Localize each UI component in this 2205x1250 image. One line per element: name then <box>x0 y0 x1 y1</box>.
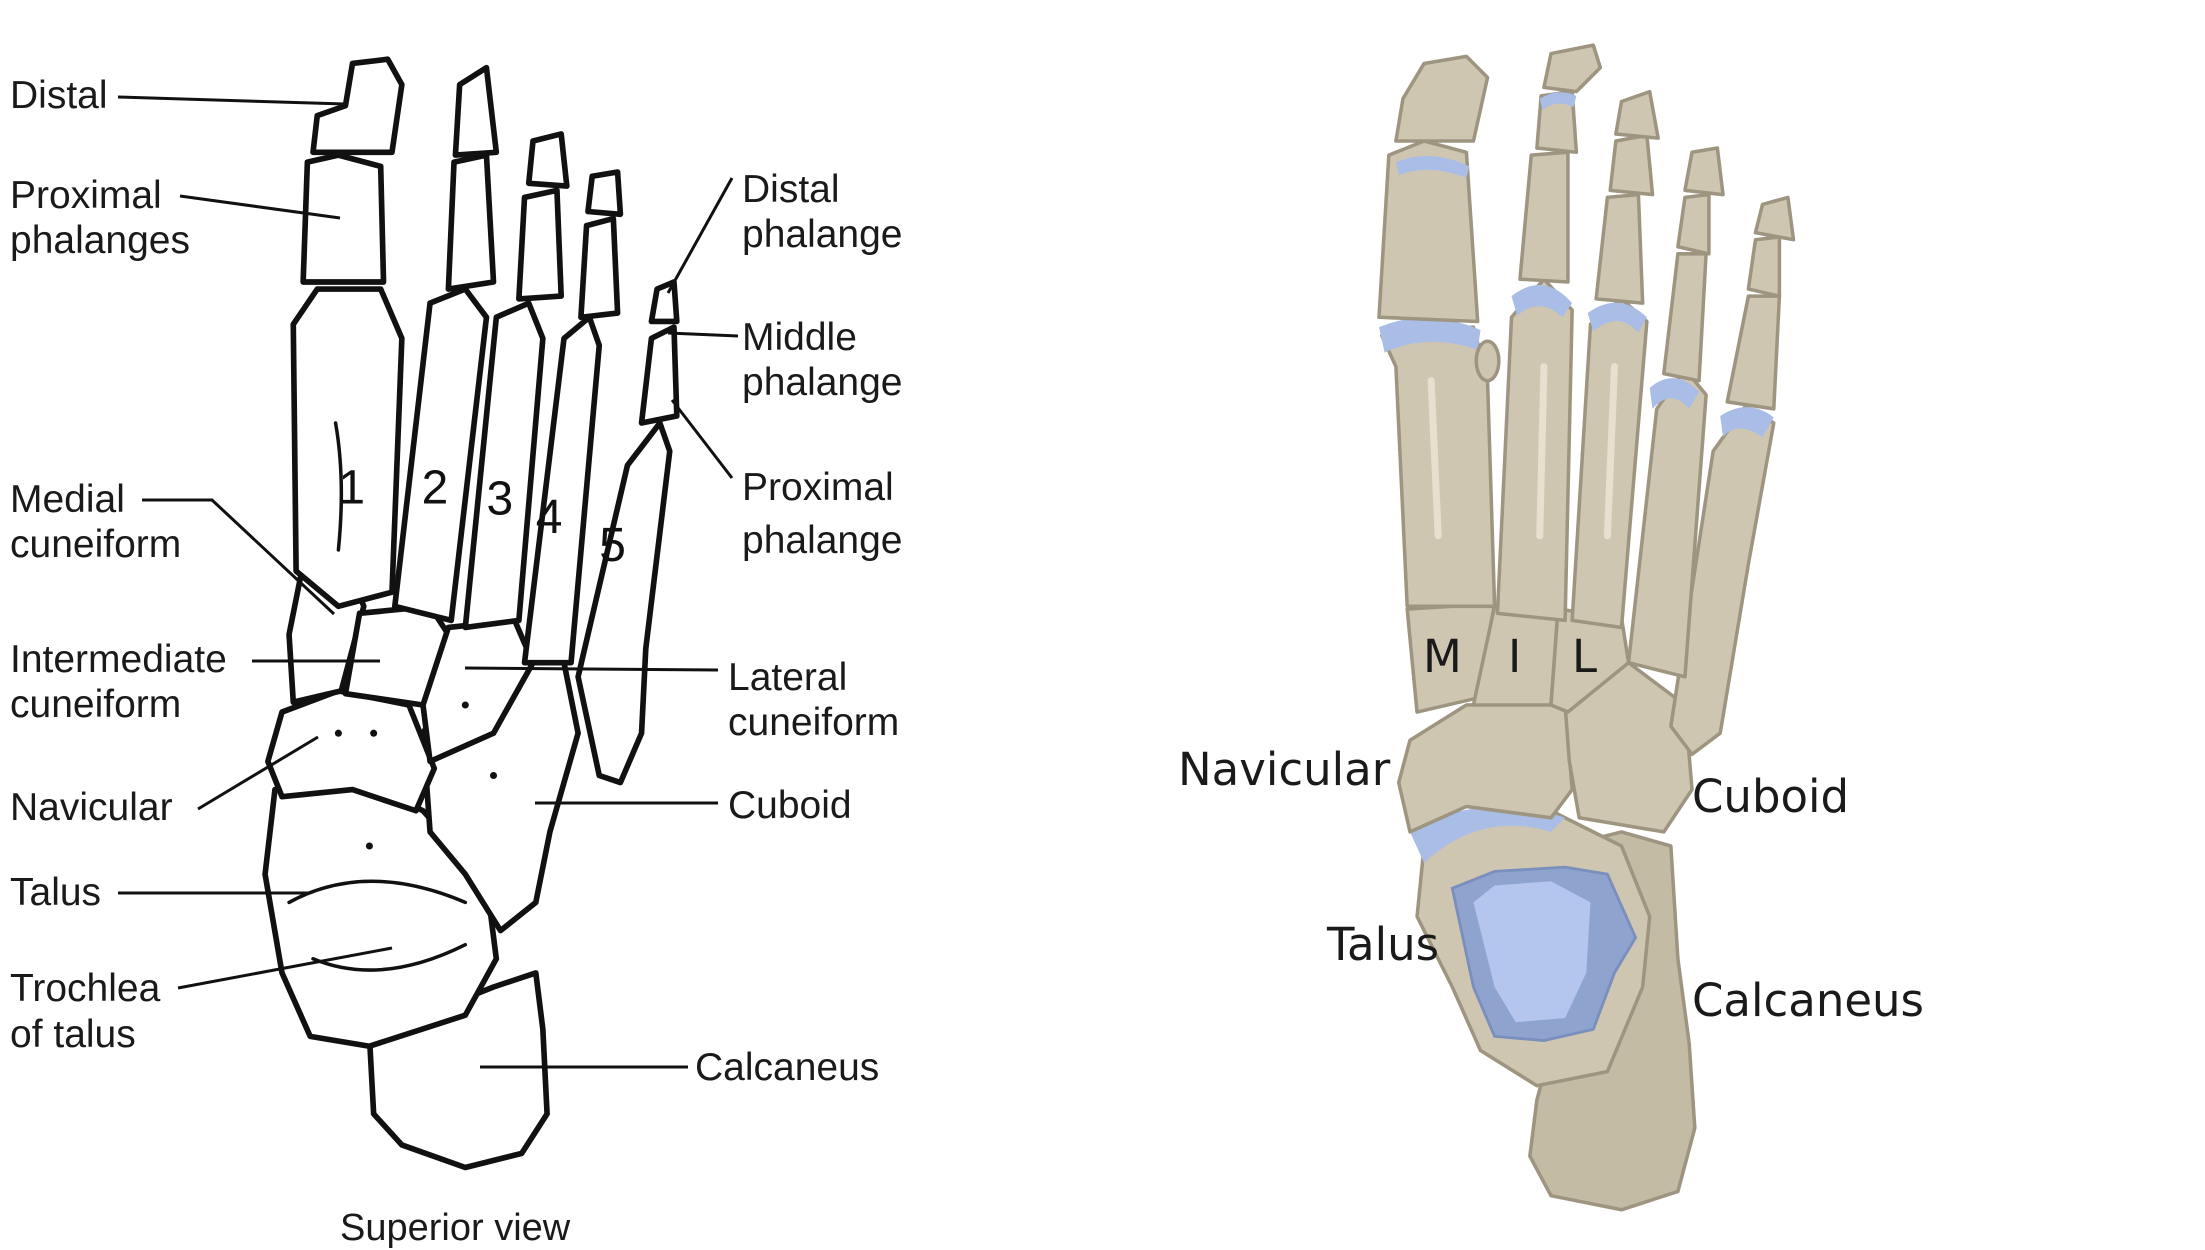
metatarsal-number-5: 5 <box>599 519 626 572</box>
metatarsal-number-3: 3 <box>486 473 513 526</box>
label-cuboid-left: Cuboid <box>728 784 852 827</box>
label-proximal-phalanges-line1: Proximal <box>10 174 162 217</box>
label-navicular-left: Navicular <box>10 786 173 829</box>
caption-superior-view: Superior view <box>340 1207 571 1249</box>
label-medial-cuneiform-line2: cuneiform <box>10 523 181 566</box>
label-trochlea-line2: of talus <box>10 1013 136 1056</box>
metatarsal-number-2: 2 <box>422 461 449 514</box>
label-cuboid-right: Cuboid <box>1692 770 1849 823</box>
label-distal: Distal <box>10 74 108 117</box>
label-middle-phalange-line1: Middle <box>742 316 857 359</box>
metatarsal-number-4: 4 <box>536 491 563 544</box>
cuneiform-letter-l: L <box>1572 630 1597 683</box>
cuneiform-letter-i: I <box>1508 630 1521 683</box>
right-cuboid-bone <box>1563 660 1694 834</box>
label-talus-left: Talus <box>10 871 101 914</box>
left-labels: Distal Proximal phalanges Medial cuneifo… <box>10 74 903 1249</box>
metatarsal-number-1: 1 <box>338 461 365 514</box>
label-proximal-phalanges-line2: phalanges <box>10 219 190 262</box>
label-lateral-cuneiform-line1: Lateral <box>728 656 847 699</box>
label-distal-phalange-line1: Distal <box>742 168 840 211</box>
label-calcaneus-left: Calcaneus <box>695 1046 879 1089</box>
label-intermediate-cuneiform-line2: cuneiform <box>10 683 181 726</box>
cuneiform-letter-m: M <box>1423 630 1462 683</box>
label-distal-phalange-line2: phalange <box>742 213 903 256</box>
left-leader-lines <box>117 95 739 1069</box>
right-labels: M I L Navicular Cuboid Talus Calcaneus <box>1178 630 1924 1027</box>
label-proximal-phalange-line2: phalange <box>742 519 903 562</box>
label-intermediate-cuneiform-line1: Intermediate <box>10 638 227 681</box>
label-lateral-cuneiform-line2: cuneiform <box>728 701 899 744</box>
label-calcaneus-right: Calcaneus <box>1692 974 1924 1027</box>
label-talus-right: Talus <box>1326 918 1439 971</box>
label-proximal-phalange-line1: Proximal <box>742 466 894 509</box>
label-navicular-right: Navicular <box>1178 743 1391 796</box>
left-foot-line-drawing: 1 2 3 4 5 <box>262 56 680 1171</box>
label-medial-cuneiform-line1: Medial <box>10 478 125 521</box>
right-foot-color-illustration <box>1377 43 1796 1212</box>
label-middle-phalange-line2: phalange <box>742 361 903 404</box>
label-trochlea-line1: Trochlea <box>10 967 161 1010</box>
